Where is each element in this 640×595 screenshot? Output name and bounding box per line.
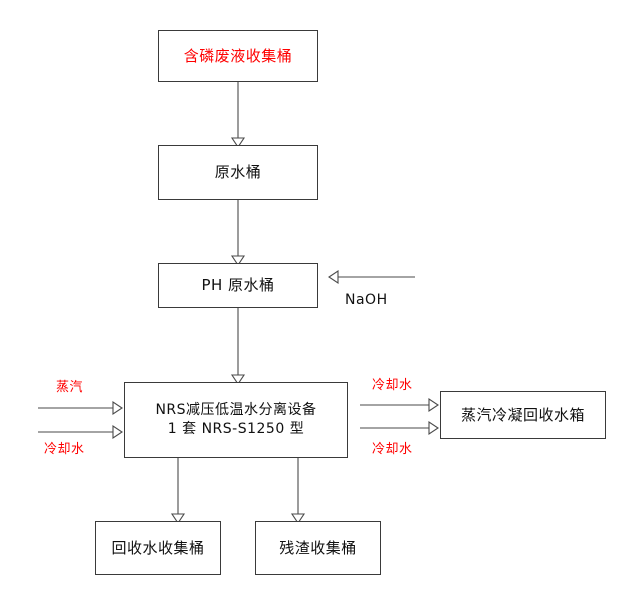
connector-waste-to-raw-water <box>230 82 246 148</box>
connector-cooling-water-outlet-top <box>360 397 439 413</box>
connector-cooling-water-outlet-bottom <box>360 420 439 436</box>
raw-water-tank-label: 原水桶 <box>214 163 262 182</box>
steam-inlet-label: 蒸汽 <box>56 380 84 395</box>
connector-steam-inlet <box>38 400 123 416</box>
recovered-water-collection-tank[interactable]: 回收水收集桶 <box>95 521 221 575</box>
recovered-water-collection-tank-label: 回收水收集桶 <box>111 538 205 557</box>
nrs-separation-equipment[interactable]: NRS减压低温水分离设备 1 套 NRS-S1250 型 <box>124 382 348 458</box>
cooling-water-outlet-top-label: 冷却水 <box>372 378 413 393</box>
connector-nrs-to-recovered-water <box>170 458 186 524</box>
connector-naoh-inlet <box>328 269 415 285</box>
cooling-water-outlet-bottom-label: 冷却水 <box>372 442 413 457</box>
ph-raw-water-tank[interactable]: PH 原水桶 <box>158 263 318 308</box>
phosphorus-waste-collection-tank[interactable]: 含磷废液收集桶 <box>158 30 318 82</box>
nrs-separation-equipment-label: NRS减压低温水分离设备 1 套 NRS-S1250 型 <box>155 402 317 437</box>
residue-collection-tank-label: 残渣收集桶 <box>279 538 357 557</box>
phosphorus-waste-collection-tank-label: 含磷废液收集桶 <box>183 46 293 65</box>
residue-collection-tank[interactable]: 残渣收集桶 <box>255 521 381 575</box>
cooling-water-inlet-label: 冷却水 <box>44 442 85 457</box>
steam-condensate-recovery-tank-label: 蒸汽冷凝回收水箱 <box>460 405 585 424</box>
connector-cooling-water-inlet <box>38 424 123 440</box>
naoh-label: NaOH <box>345 292 388 308</box>
connector-ph-to-nrs-equipment <box>230 308 246 385</box>
steam-condensate-recovery-tank[interactable]: 蒸汽冷凝回收水箱 <box>440 391 606 439</box>
connector-nrs-to-residue <box>290 458 306 524</box>
ph-raw-water-tank-label: PH 原水桶 <box>201 276 275 295</box>
raw-water-tank[interactable]: 原水桶 <box>158 145 318 200</box>
connector-raw-water-to-ph <box>230 200 246 266</box>
